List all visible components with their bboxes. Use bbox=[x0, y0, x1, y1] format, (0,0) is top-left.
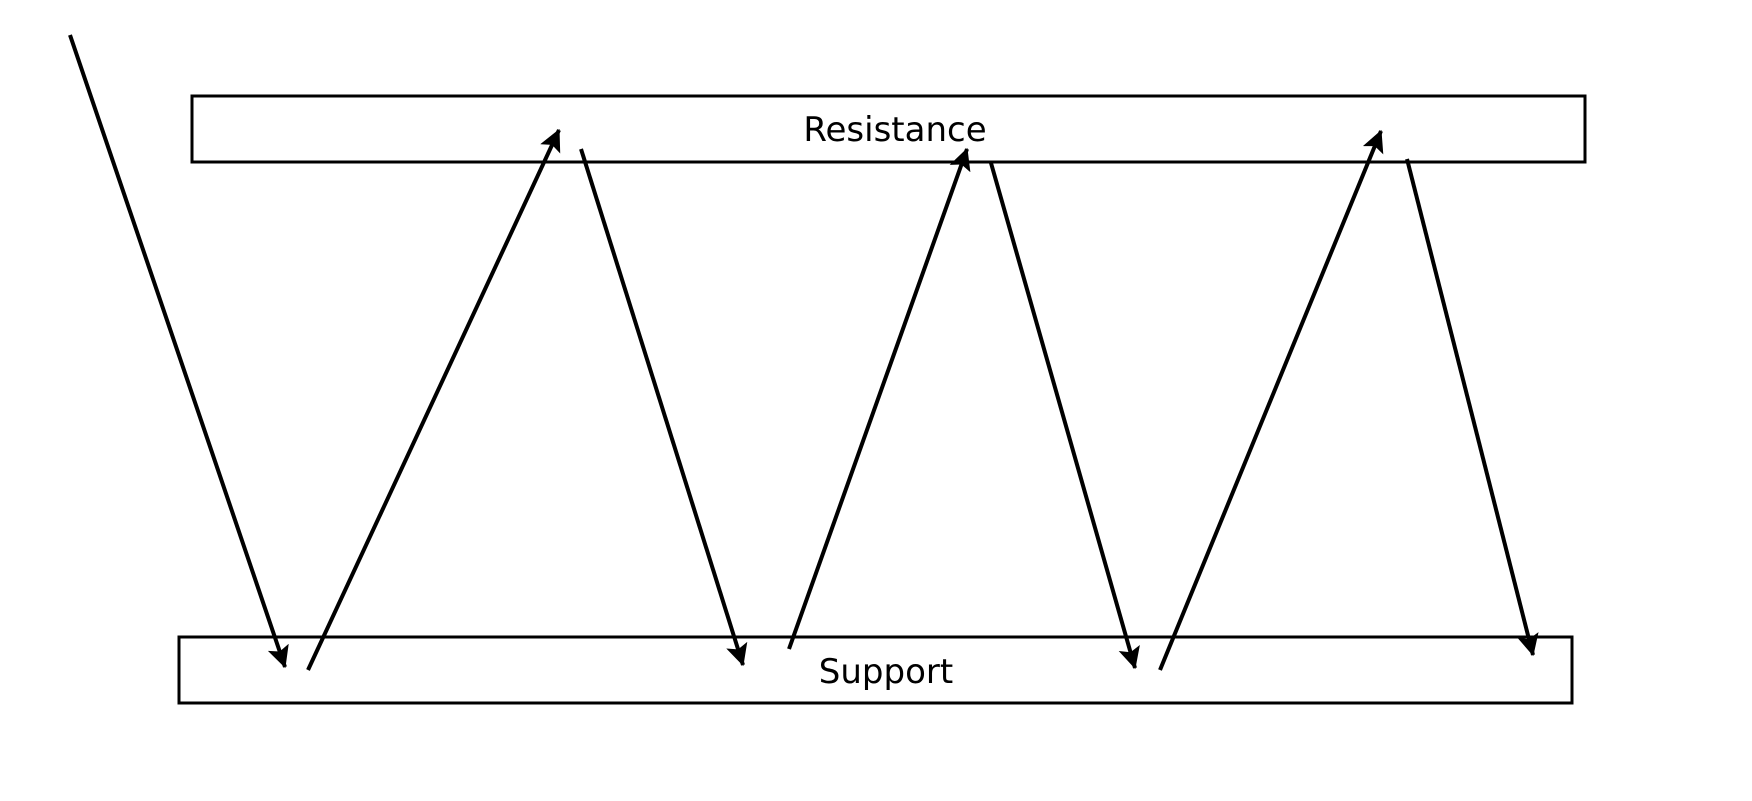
price-zigzag-arrows bbox=[68, 34, 1539, 671]
price-arrow-down-2 bbox=[579, 148, 748, 667]
price-arrow-down-1 bbox=[68, 34, 289, 669]
price-arrow-down-4 bbox=[1405, 158, 1539, 657]
support-box bbox=[177, 635, 1574, 705]
price-arrow-up-2 bbox=[787, 147, 971, 650]
price-arrow-up-3 bbox=[1158, 129, 1384, 671]
support-label: Support bbox=[819, 652, 953, 692]
resistance-label: Resistance bbox=[803, 110, 986, 150]
resistance-box bbox=[190, 94, 1587, 164]
price-arrow-down-3 bbox=[989, 162, 1140, 670]
price-arrow-up-1 bbox=[306, 128, 561, 671]
